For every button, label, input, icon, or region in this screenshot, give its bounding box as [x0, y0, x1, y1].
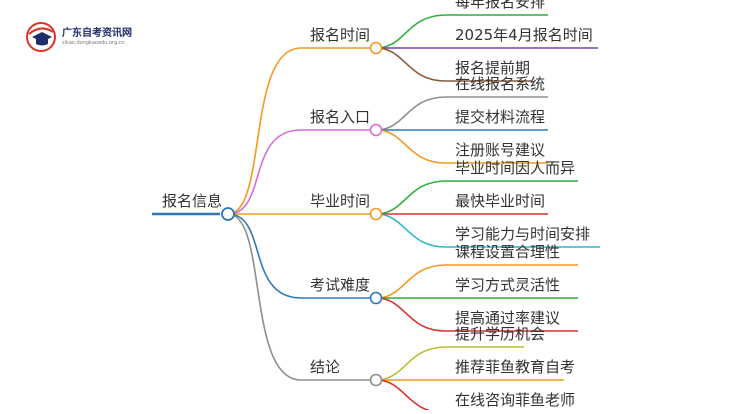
leaf-connector — [375, 180, 447, 215]
leaf-node-label: 提升学历机会 — [455, 325, 546, 343]
leaf-connector — [375, 379, 447, 414]
leaf-node-label: 课程设置合理性 — [455, 243, 561, 261]
site-logo: 广东自考资讯网 zikao.dongkaoedu.org.cn — [26, 22, 156, 52]
branch-collapse-toggle[interactable] — [369, 41, 383, 55]
branch-collapse-toggle[interactable] — [369, 207, 383, 221]
leaf-connector — [375, 14, 447, 49]
leaf-connector — [375, 47, 447, 82]
leaf-connector — [375, 129, 447, 164]
branch-collapse-toggle[interactable] — [369, 291, 383, 305]
leaf-node-label: 学习能力与时间安排 — [455, 225, 591, 243]
branch-collapse-toggle[interactable] — [369, 373, 383, 387]
leaf-node-label: 提高通过率建议 — [455, 309, 561, 327]
branch-connector — [227, 47, 302, 215]
leaf-connector — [375, 297, 447, 332]
branch-node-label: 毕业时间 — [310, 192, 371, 210]
branch-collapse-toggle[interactable] — [369, 123, 383, 137]
leaf-node-label: 每年报名安排 — [455, 0, 546, 11]
leaf-node-label: 在线咨询菲鱼老师 — [455, 391, 576, 409]
leaf-node-label: 学习方式灵活性 — [455, 276, 561, 294]
logo-url: zikao.dongkaoedu.org.cn — [62, 40, 125, 46]
leaf-node-label: 推荐菲鱼教育自考 — [455, 358, 576, 376]
leaf-node-label: 在线报名系统 — [455, 75, 546, 93]
root-collapse-toggle[interactable] — [221, 207, 235, 221]
leaf-node-label: 提交材料流程 — [455, 108, 546, 126]
branch-node-label: 报名入口 — [310, 108, 371, 126]
leaf-connector — [375, 213, 447, 248]
leaf-node-label: 注册账号建议 — [455, 141, 546, 159]
logo-name: 广东自考资讯网 — [62, 28, 132, 39]
leaf-node-label: 2025年4月报名时间 — [455, 26, 593, 44]
leaf-connector — [375, 346, 447, 381]
leaf-connector — [375, 264, 447, 299]
branch-node-label: 考试难度 — [310, 276, 371, 294]
branch-node-label: 结论 — [310, 358, 341, 376]
leaf-node-label: 毕业时间因人而异 — [455, 159, 576, 177]
branch-connector — [227, 213, 302, 299]
branch-connector — [227, 213, 302, 381]
leaf-node-label: 最快毕业时间 — [455, 192, 546, 210]
leaf-node-label: 报名提前期 — [455, 59, 531, 77]
leaf-connector — [375, 96, 447, 131]
branch-connector — [227, 129, 302, 215]
root-node-label: 报名信息 — [162, 192, 223, 210]
graduation-cap-icon — [26, 22, 56, 52]
branch-node-label: 报名时间 — [310, 26, 371, 44]
